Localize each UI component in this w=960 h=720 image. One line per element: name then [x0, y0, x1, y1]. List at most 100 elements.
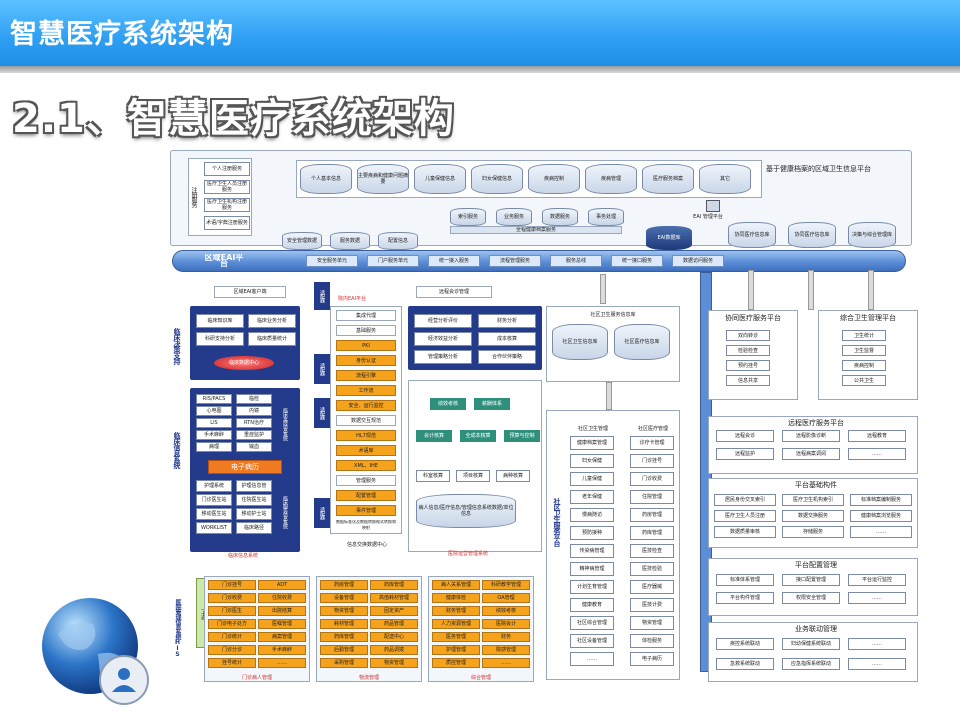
config-panel — [708, 558, 918, 616]
remote-panel — [708, 416, 918, 474]
registry-item: 术语/字典注册服务 — [204, 216, 250, 230]
archive-item: 主要疾病和健康问题摘要 — [357, 164, 409, 194]
clinical-service-item: 护理系统 — [196, 480, 232, 492]
collab-item: 检验检查 — [726, 345, 770, 356]
clinical-service-item: WORKLIST — [196, 522, 232, 534]
clinical-info-item: 心电图 — [196, 406, 232, 416]
basic-item: 标准档案编制服务 — [850, 494, 912, 506]
eai-item: 统一接入服务 — [428, 255, 480, 267]
adapter-4: 适配器 — [314, 498, 330, 528]
clinical-info-title: 临床信息系统 — [173, 432, 181, 468]
clinical-support-title: 临床支持信息系统 — [282, 408, 288, 440]
archive-item: 疾病控制 — [528, 164, 580, 194]
collab-item: 信息共享 — [726, 375, 770, 386]
bus-item: 基础服务 — [336, 325, 396, 336]
his-item2: ADT — [258, 580, 306, 590]
archive-item: 个人基本信息 — [300, 164, 352, 194]
bus-item: 身份认证 — [336, 355, 396, 366]
bus-item: PKI — [336, 340, 396, 351]
clinical-info-item: 病理 — [196, 442, 232, 452]
bus-item: 安全、运行监控 — [336, 400, 396, 411]
eai-item: 统一接口服务 — [611, 255, 663, 267]
right-arrow — [868, 270, 874, 310]
service-item: 数据服务 — [542, 208, 578, 226]
community-col1-item: 健康档案管理 — [570, 436, 614, 450]
ops-bottom: 项目核算 — [456, 470, 490, 482]
his-item2: 病案管理 — [258, 632, 306, 642]
decision-item: 财务分析 — [478, 314, 536, 328]
clinical-service-item: 护理信息管 — [236, 480, 272, 492]
basic-item: 医疗卫生机构索引 — [782, 494, 844, 506]
his-item2: 配送中心 — [370, 632, 418, 642]
community-col1-title: 社区卫生管理 — [577, 426, 608, 432]
eai-item: 门户服务单元 — [367, 255, 419, 267]
basic-item: 存储服务 — [782, 526, 844, 538]
bus-footer: 信息交换数据中心 — [346, 542, 387, 548]
his-item: 健康体检 — [432, 593, 480, 603]
his-item: 财务管理 — [432, 606, 480, 616]
community-col2-item: 医技计费 — [630, 598, 674, 612]
config-item: 标准体系管理 — [716, 574, 774, 586]
his-item: 门诊分诊 — [208, 645, 256, 655]
clinical-info-item: LIS — [196, 418, 232, 428]
clinical-footer: 临床信息系统 — [227, 553, 258, 559]
basic-item: 医疗卫生人员注册 — [714, 510, 776, 522]
community-col1-item: 计划生育管理 — [570, 580, 614, 594]
decision-item: 经营分析评价 — [414, 314, 472, 328]
community-col2-item: 医技检验 — [630, 562, 674, 576]
right-arrow — [808, 270, 814, 310]
clinical-info-item: 重症监护 — [236, 430, 272, 440]
his-footer: 门诊病人管理 — [241, 675, 272, 681]
his-item2: 财务 — [482, 632, 530, 642]
eai-label: 区域EAI平台 — [204, 254, 244, 268]
linkage-item: 应急指挥系统联动 — [782, 658, 840, 670]
community-col2-item: 门诊挂号 — [630, 454, 674, 468]
laptop-icon — [706, 200, 720, 212]
his-footer: 物流管理 — [358, 675, 379, 681]
archive-item: 疾病管理 — [585, 164, 637, 194]
bus-item: 数据交互规范 — [336, 415, 396, 426]
service-item: 事务处理 — [588, 208, 624, 226]
bus-item: 流程引擎 — [336, 370, 396, 381]
community-col1-item: 健康教育 — [570, 598, 614, 612]
community-col2-item: 物资管理 — [630, 616, 674, 630]
clinical-info-item: 手术麻醉 — [196, 430, 232, 440]
bus-item: XML、IHE — [336, 460, 396, 471]
linkage-panel — [708, 622, 918, 682]
header-title: 智慧医疗系统架构 — [10, 19, 234, 50]
his-item: 质控管理 — [432, 658, 480, 668]
clinical-decision-title: 临床决策支持 — [173, 328, 181, 364]
his-item: 设备管理 — [320, 593, 368, 603]
clinical-decision-item: 临床业务分析 — [248, 314, 296, 328]
config-item: 接口配置管理 — [782, 574, 840, 586]
ops-top: 薪酬体系 — [474, 398, 510, 410]
eai-item: 流程管理服务 — [489, 255, 541, 267]
basic-item: 数据质量审核 — [714, 526, 776, 538]
clinical-decision-item: 临床知识库 — [196, 314, 244, 328]
his-item2: …… — [258, 658, 306, 668]
bus-item: HL7规范 — [336, 430, 396, 441]
community-db: 社区医疗信息库 — [614, 324, 670, 360]
eai-item: 数据访问服务 — [672, 255, 724, 267]
right-db: 协同医疗信息库 — [728, 222, 776, 248]
clinical-service-item: 住院医生站 — [236, 494, 272, 506]
his-item2: 药品管理 — [370, 619, 418, 629]
his-item: 耗材管理 — [320, 619, 368, 629]
his-item2: OA管理 — [482, 593, 530, 603]
linkage-title: 业务联动管理 — [795, 625, 837, 633]
ops-footer: 医院运营管理系统 — [447, 551, 488, 557]
his-item: 病人关系管理 — [432, 580, 480, 590]
his-item: 药房管理 — [320, 580, 368, 590]
remote-consult: 远程会诊管理 — [416, 286, 492, 298]
his-item2: 物资管理 — [370, 658, 418, 668]
mgmt-item: 卫生监督 — [842, 345, 886, 356]
his-item: 门诊收费 — [208, 593, 256, 603]
community-col2-item: 药库管理 — [630, 526, 674, 540]
clinical-info-item: RTN治疗 — [236, 418, 272, 428]
community-arrow — [600, 274, 606, 304]
his-item2: 固定资产 — [370, 606, 418, 616]
his-item2: 药库管理 — [370, 580, 418, 590]
his-item2: 医嘱管理 — [258, 619, 306, 629]
ops-db: 病人信息/医疗信息/管理信息系统数据/单位信息 — [416, 494, 516, 528]
community-platform-label: 社区卫生服务平台 — [553, 498, 561, 546]
